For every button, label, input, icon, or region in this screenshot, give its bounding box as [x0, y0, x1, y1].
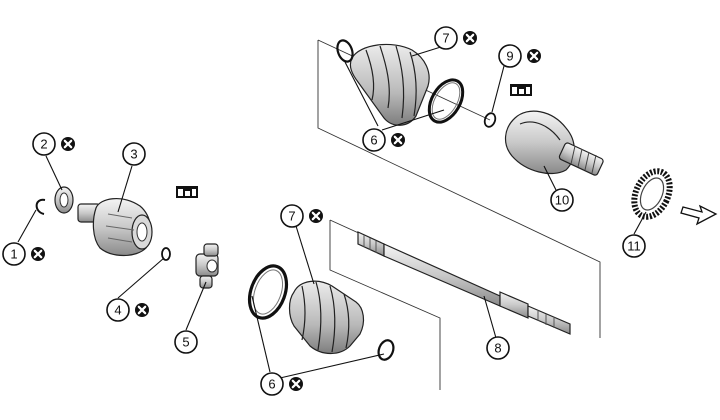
- callout-number: 3: [130, 147, 137, 162]
- callout-9: 9: [498, 44, 543, 68]
- outer-joint-assembly: [505, 110, 604, 176]
- spider-snap-ring: [161, 247, 171, 261]
- callout-1: 1: [2, 242, 47, 266]
- callout-3: 3: [122, 142, 146, 166]
- circle-x-icon: [525, 47, 543, 65]
- callout-number: 7: [442, 31, 449, 46]
- circle-x-icon: [59, 135, 77, 153]
- callout-number: 1: [10, 247, 17, 262]
- circle-x-icon: [307, 207, 325, 225]
- boot-band-large-lower: [247, 264, 289, 320]
- boot-band-small-lower: [377, 339, 395, 361]
- arrow-right-icon: [680, 204, 718, 226]
- callout-number: 10: [555, 193, 569, 208]
- callout-number: 9: [506, 49, 513, 64]
- drive-shaft: [357, 231, 571, 335]
- boot-band-large-upper: [427, 78, 465, 124]
- circlip-upper: [483, 112, 497, 128]
- circle-x-icon: [287, 375, 305, 393]
- snap-ring: [35, 198, 46, 215]
- outer-boot-upper: [349, 43, 430, 126]
- callout-number: 6: [370, 133, 377, 148]
- callout-number: 6: [268, 377, 275, 392]
- callout-2: 2: [32, 132, 77, 156]
- spider-assembly: [195, 243, 219, 289]
- inner-boot-lower: [288, 280, 365, 355]
- leader-lines: [17, 45, 647, 379]
- slide-joint-housing: [77, 198, 153, 257]
- circle-x-icon: [133, 301, 151, 319]
- callout-11: 11: [622, 234, 646, 258]
- callout-number: 2: [40, 137, 47, 152]
- circle-x-icon: [389, 131, 407, 149]
- callout-number: 4: [114, 303, 121, 318]
- callout-10: 10: [550, 188, 574, 212]
- boot-band-small-upper: [336, 39, 354, 63]
- callout-number: 11: [627, 239, 641, 254]
- callout-7-lower: 7: [280, 204, 325, 228]
- callout-5: 5: [174, 330, 198, 354]
- circle-x-icon: [461, 29, 479, 47]
- callout-6-upper: 6: [362, 128, 407, 152]
- sensor-rotor-ring: [631, 168, 673, 220]
- callout-7-upper: 7: [434, 26, 479, 50]
- callout-number: 5: [182, 335, 189, 350]
- circle-x-icon: [29, 245, 47, 263]
- callout-6-lower: 6: [260, 372, 305, 396]
- callout-4: 4: [106, 298, 151, 322]
- dust-seal: [54, 186, 74, 214]
- grease-symbol-icon: [176, 186, 198, 198]
- callout-number: 7: [288, 209, 295, 224]
- grease-symbol-icon: [510, 84, 532, 96]
- callout-8: 8: [486, 336, 510, 360]
- callout-number: 8: [494, 341, 501, 356]
